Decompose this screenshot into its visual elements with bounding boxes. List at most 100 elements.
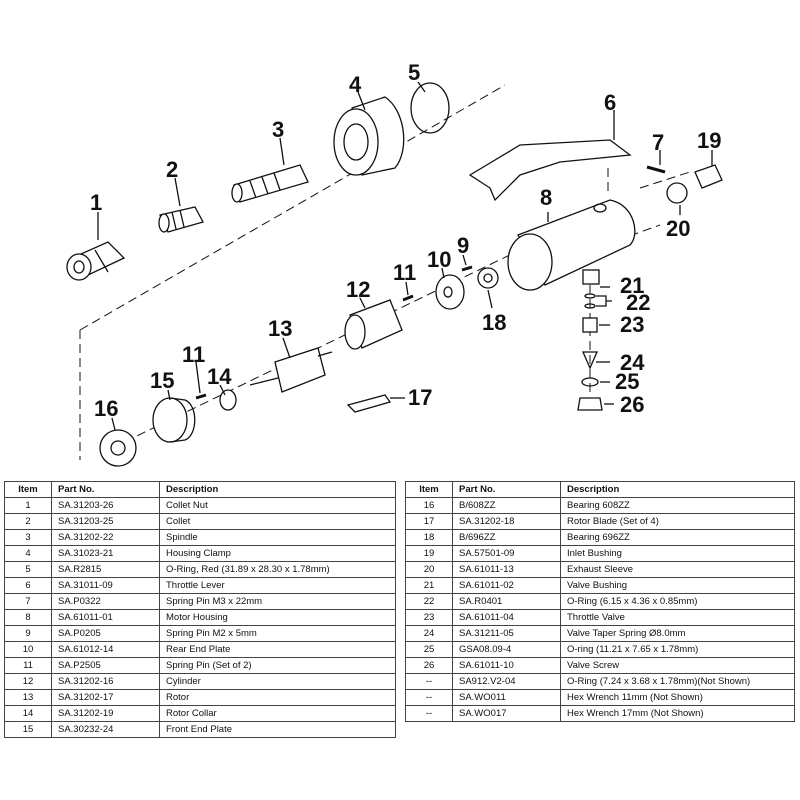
item-cell: 24: [405, 625, 453, 642]
callout-26: 26: [620, 392, 644, 417]
description-cell: Motor Housing: [159, 609, 396, 626]
part-no-cell: SA.R0401: [452, 593, 561, 610]
leader-lines: [97, 81, 713, 431]
part-no-cell: SA.61011-01: [51, 609, 160, 626]
part-no-cell: SA.57501-09: [452, 545, 561, 562]
description-cell: Spring Pin (Set of 2): [159, 657, 396, 674]
item-cell: 19: [405, 545, 453, 562]
part-spring-pin-lower: [195, 393, 207, 400]
part-no-cell: SA.R2815: [51, 561, 160, 578]
part-no-cell: SA.61011-10: [452, 657, 561, 674]
part-throttle-lever: [468, 139, 632, 202]
item-cell: 5: [4, 561, 52, 578]
description-cell: Valve Taper Spring Ø8.0mm: [560, 625, 795, 642]
item-cell: 12: [4, 673, 52, 690]
callout-12: 12: [346, 277, 370, 302]
description-cell: Exhaust Sleeve: [560, 561, 795, 578]
part-no-cell: SA.30232-24: [51, 721, 160, 738]
part-no-cell: SA.WO011: [452, 689, 561, 706]
item-cell: 11: [4, 657, 52, 674]
description-cell: Inlet Bushing: [560, 545, 795, 562]
part-spring-pin-upper: [402, 294, 414, 302]
part-collet-nut: [66, 241, 126, 281]
part-no-cell: SA.31202-19: [51, 705, 160, 722]
item-cell: 22: [405, 593, 453, 610]
item-cell: 21: [405, 577, 453, 594]
description-cell: Rotor Blade (Set of 4): [560, 513, 795, 530]
part-valve-screw: [577, 397, 603, 411]
callout-13: 13: [268, 316, 292, 341]
callout-numbers: 1 2 3 4 5 6 7 8 9 10 11 11 12 13 14 15 1…: [90, 60, 721, 421]
item-cell: 16: [405, 497, 453, 514]
callout-11-lower: 11: [182, 342, 205, 367]
item-cell: --: [405, 689, 453, 706]
callout-16: 16: [94, 396, 118, 421]
part-rear-end-plate: [435, 274, 465, 310]
description-cell: Front End Plate: [159, 721, 396, 738]
part-no-cell: SA.P0205: [51, 625, 160, 642]
item-cell: 4: [4, 545, 52, 562]
header-description: Description: [560, 481, 795, 498]
callout-17: 17: [408, 385, 432, 410]
callout-4: 4: [349, 72, 362, 97]
part-no-cell: SA.61011-04: [452, 609, 561, 626]
part-front-end-plate: [152, 397, 196, 443]
callout-24: 24: [620, 350, 645, 375]
callout-1: 1: [90, 190, 102, 215]
item-cell: 25: [405, 641, 453, 658]
part-collet: [158, 206, 204, 233]
part-o-ring-red: [410, 82, 450, 134]
description-cell: Collet: [159, 513, 396, 530]
part-no-cell: SA.61012-14: [51, 641, 160, 658]
description-cell: Spring Pin M3 x 22mm: [159, 593, 396, 610]
item-cell: --: [405, 705, 453, 722]
item-cell: 26: [405, 657, 453, 674]
part-inlet-bushing: [694, 164, 723, 189]
part-no-cell: B/608ZZ: [452, 497, 561, 514]
part-no-cell: SA.61011-13: [452, 561, 561, 578]
callout-9: 9: [457, 233, 469, 258]
description-cell: Cylinder: [159, 673, 396, 690]
callout-22: 22: [626, 290, 650, 315]
item-cell: 18: [405, 529, 453, 546]
part-no-cell: SA.31202-17: [51, 689, 160, 706]
description-cell: Spring Pin M2 x 5mm: [159, 625, 396, 642]
item-cell: 7: [4, 593, 52, 610]
part-no-cell: SA.31023-21: [51, 545, 160, 562]
part-spring-pin-m2: [461, 265, 473, 272]
callout-19: 19: [697, 128, 721, 153]
callout-18: 18: [482, 310, 506, 335]
part-no-cell: SA.31203-26: [51, 497, 160, 514]
description-cell: Throttle Lever: [159, 577, 396, 594]
part-bearing-608zz: [99, 429, 137, 467]
callout-14: 14: [207, 364, 232, 389]
part-rotor-collar: [219, 389, 237, 411]
part-exhaust-sleeve: [666, 182, 688, 204]
part-no-cell: SA.31202-16: [51, 673, 160, 690]
item-cell: 13: [4, 689, 52, 706]
part-bearing-696zz: [477, 267, 499, 289]
callout-2: 2: [166, 157, 178, 182]
description-cell: Rotor Collar: [159, 705, 396, 722]
header-item: Item: [405, 481, 453, 498]
part-no-cell: SA.31011-09: [51, 577, 160, 594]
part-no-cell: SA.31203-25: [51, 513, 160, 530]
item-cell: 14: [4, 705, 52, 722]
